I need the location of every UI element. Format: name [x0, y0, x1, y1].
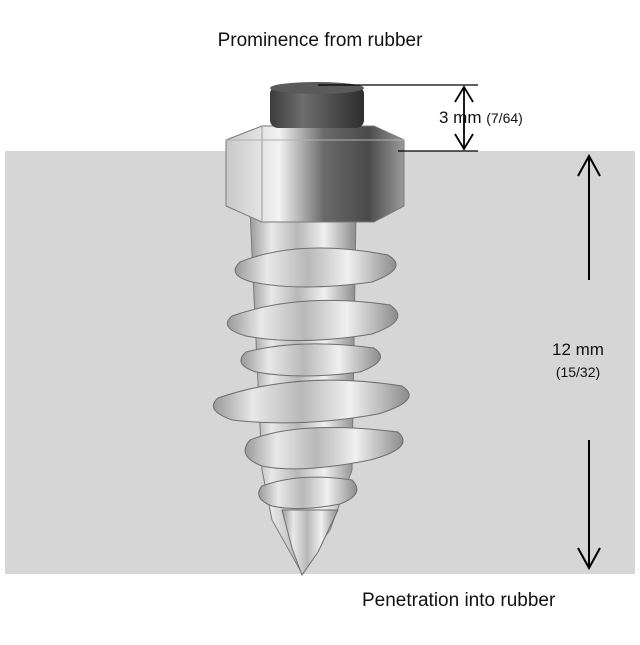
thread-1 [234, 247, 397, 288]
penetration-fraction: (15/32) [555, 364, 601, 380]
prominence-fraction: (7/64) [486, 110, 523, 126]
prominence-value: 3 mm [439, 108, 482, 127]
thread-4 [240, 343, 381, 377]
prominence-measurement: 3 mm (7/64) [439, 108, 523, 128]
prominence-caption: Prominence from rubber [217, 30, 423, 51]
arrow-down-icon [454, 133, 474, 151]
prominence-dimension [318, 84, 478, 152]
arrow-up-icon [577, 153, 601, 177]
penetration-caption: Penetration into rubber [362, 590, 556, 611]
hex-head [225, 125, 405, 223]
stud-shank [212, 209, 410, 577]
stud-point [281, 509, 339, 577]
arrow-up-icon [454, 85, 474, 103]
arrow-down-icon [577, 547, 601, 571]
penetration-dimension [577, 153, 601, 571]
thread-5 [244, 427, 404, 470]
thread-3 [212, 379, 410, 424]
thread-6 [258, 476, 358, 510]
penetration-value: 12 mm [552, 340, 604, 359]
carbide-pin [270, 82, 364, 128]
penetration-measurement: 12 mm (15/32) [538, 340, 618, 380]
thread-2 [226, 299, 399, 342]
